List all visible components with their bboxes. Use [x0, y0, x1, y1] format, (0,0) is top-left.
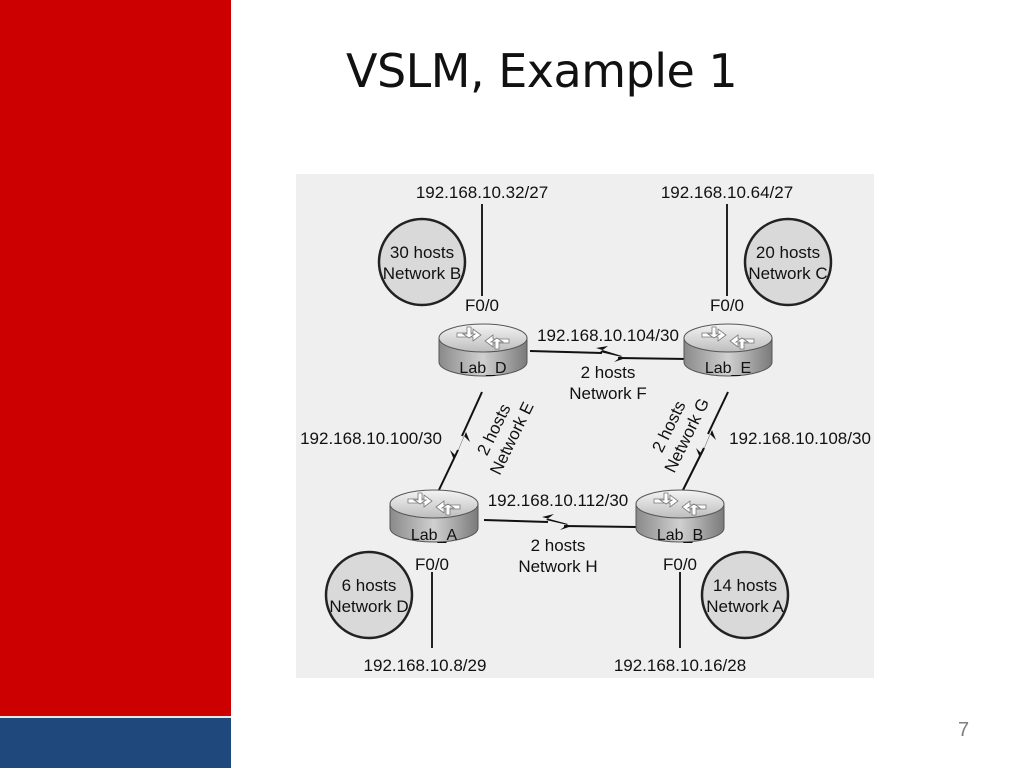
serial-link-g — [681, 391, 729, 493]
host-count: 6 hosts — [342, 576, 397, 595]
sidebar-blue-band — [0, 716, 231, 768]
router-label: Lab_E — [705, 360, 751, 377]
host-circle-network-c: 20 hosts Network C — [743, 217, 833, 307]
host-circle-network-d: 6 hosts Network D — [324, 550, 414, 640]
interface-label-lab-d: F0/0 — [465, 296, 499, 315]
router-label: Lab_B — [657, 527, 703, 544]
serial-links — [437, 346, 729, 530]
ethernet-links — [431, 204, 728, 648]
router-label: Lab_D — [459, 360, 506, 377]
network-diagram: Lab_D Lab_E Lab_A Lab_B 30 hosts Network… — [296, 174, 874, 678]
serial-link-f — [529, 346, 689, 362]
network-name: Network A — [706, 597, 784, 616]
network-name: Network D — [329, 597, 408, 616]
host-count: 20 hosts — [756, 243, 820, 262]
sidebar-red-band — [0, 0, 231, 716]
subnet-label-network-a: 192.168.10.16/28 — [614, 656, 746, 675]
router-lab-e: Lab_E — [683, 323, 773, 377]
network-name: Network B — [383, 264, 461, 283]
network-name-network-h: Network H — [518, 557, 597, 576]
subnet-label-network-g: 192.168.10.108/30 — [729, 429, 871, 448]
subnet-label-network-e: 192.168.10.100/30 — [300, 429, 442, 448]
interface-label-lab-b: F0/0 — [663, 555, 697, 574]
subnet-label-network-h: 192.168.10.112/30 — [488, 491, 629, 510]
host-count-network-f: 2 hosts — [581, 363, 636, 382]
host-count: 14 hosts — [713, 576, 777, 595]
subnet-label-network-b: 192.168.10.32/27 — [416, 183, 548, 202]
slide-title: VSLM, Example 1 — [346, 44, 738, 98]
router-lab-d: Lab_D — [438, 323, 528, 377]
router-label: Lab_A — [411, 527, 458, 544]
subnet-label-network-d: 192.168.10.8/29 — [364, 656, 487, 675]
host-circle-network-b: 30 hosts Network B — [377, 217, 467, 307]
router-lab-b: Lab_B — [635, 489, 725, 544]
subnet-label-network-c: 192.168.10.64/27 — [661, 183, 793, 202]
serial-link-e — [437, 391, 483, 493]
host-count: 30 hosts — [390, 243, 454, 262]
host-circle-network-a: 14 hosts Network A — [700, 550, 790, 640]
slide-number: 7 — [958, 719, 970, 741]
interface-label-lab-a: F0/0 — [415, 555, 449, 574]
network-name: Network C — [748, 264, 827, 283]
router-lab-a: Lab_A — [389, 489, 479, 544]
interface-label-lab-e: F0/0 — [710, 296, 744, 315]
subnet-label-network-f: 192.168.10.104/30 — [537, 326, 679, 345]
network-name-network-f: Network F — [569, 384, 646, 403]
host-count-network-h: 2 hosts — [531, 536, 586, 555]
serial-link-h — [483, 514, 639, 530]
